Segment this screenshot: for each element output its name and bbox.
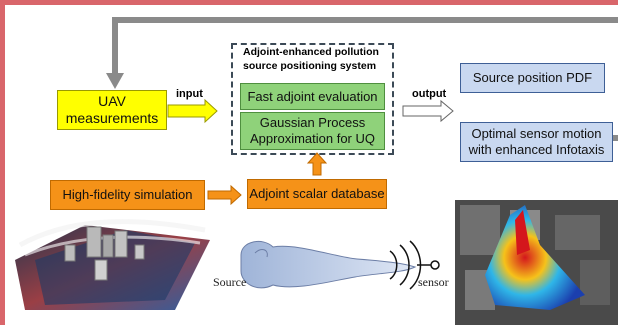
output-arrow: [402, 99, 454, 123]
source-position-pdf-box: Source position PDF: [460, 63, 605, 93]
diagram-canvas: UAV measurements input Adjoint-enhanced …: [5, 5, 618, 325]
output-label: output: [412, 88, 447, 100]
hifi-to-db-arrow: [207, 184, 242, 206]
gaussian-process-box: Gaussian Process Approximation for UQ: [240, 112, 385, 150]
concentration-field-image: [455, 200, 618, 325]
input-label: input: [176, 88, 203, 100]
uav-measurements-box: UAV measurements: [57, 90, 167, 130]
positioning-system-container: [231, 43, 394, 155]
adjoint-scalar-database-box: Adjoint scalar database: [247, 179, 387, 209]
source-label: Source: [213, 275, 247, 289]
system-title: Adjoint-enhanced pollution source positi…: [243, 46, 379, 72]
urban-flow-simulation-image: [15, 219, 210, 310]
sensor-label: sensor: [418, 275, 449, 289]
input-arrow: [167, 98, 218, 124]
fast-adjoint-evaluation-box: Fast adjoint evaluation: [240, 83, 385, 110]
optimal-sensor-motion-box: Optimal sensor motion with enhanced Info…: [460, 122, 613, 162]
connector-layer: [15, 17, 618, 325]
sensor-marker-icon: [430, 260, 440, 270]
db-to-system-arrow: [306, 152, 328, 176]
feedback-loop-arrow: [106, 17, 618, 141]
high-fidelity-simulation-box: High-fidelity simulation: [50, 180, 205, 210]
plume-image: [240, 240, 440, 290]
